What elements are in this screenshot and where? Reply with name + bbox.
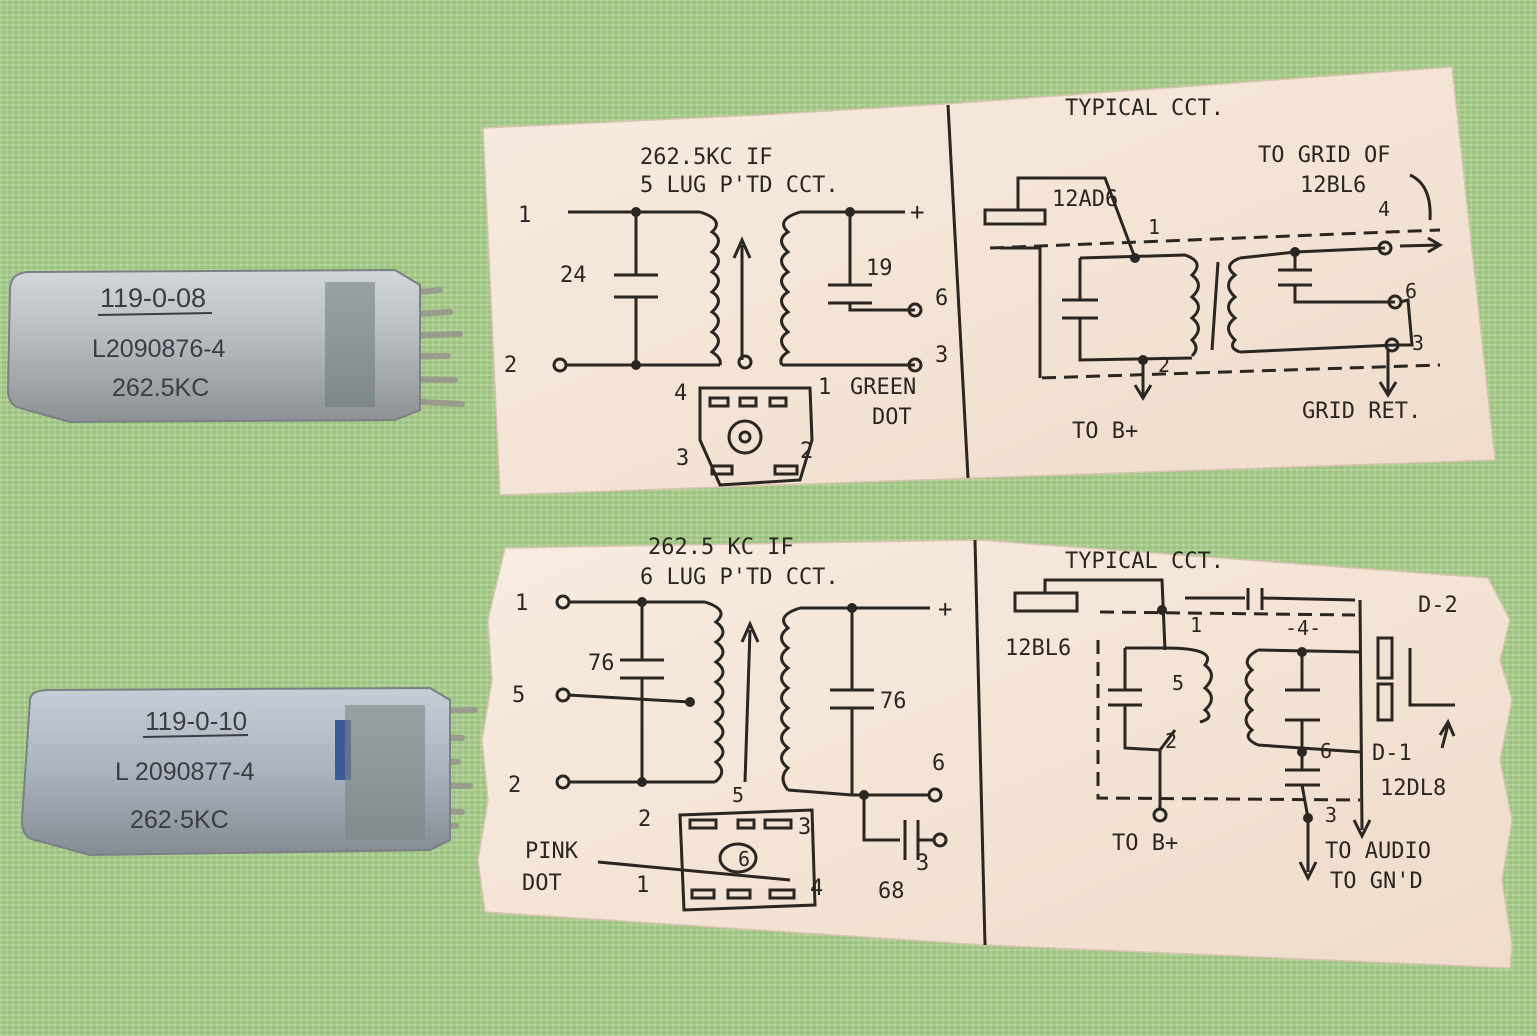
card-bottom-typical-title: TYPICAL CCT. [1065, 549, 1224, 574]
card-bottom-to-ground: TO GN'D [1330, 869, 1423, 894]
card-bottom-pin-3: 3 [916, 851, 929, 876]
card-bottom-cap-left: 76 [588, 651, 615, 676]
card-bottom-plus: + [938, 595, 952, 623]
card-bottom-to-audio: TO AUDIO [1325, 839, 1431, 864]
can-bottom-part-number: 119-0-10 [145, 706, 247, 736]
card-top-node-1: 1 [1148, 215, 1160, 239]
card-top-to-grid-tube: 12BL6 [1300, 173, 1366, 198]
card-top-green-label: GREEN [850, 375, 916, 400]
card-top-dot-label: DOT [872, 405, 912, 430]
card-top-cap-right: 19 [866, 256, 893, 281]
card-bottom-pink-label: PINK [525, 839, 579, 864]
can-bottom-code: L 2090877-4 [115, 758, 255, 786]
card-top-cap-left: 24 [560, 263, 587, 288]
card-top-subtitle: 5 LUG P'TD CCT. [640, 173, 839, 198]
card-bottom-node-6: 6 [1320, 739, 1332, 763]
card-top-base-3: 3 [676, 446, 689, 471]
card-top-pin-3: 3 [935, 343, 948, 368]
can-top-code: L2090876-4 [92, 335, 226, 363]
card-bottom-base-3: 3 [798, 815, 811, 840]
card-top-node-2: 2 [1158, 353, 1170, 377]
card-bottom-title: 262.5 KC IF [648, 535, 794, 560]
card-bottom-cap-bottom: 68 [878, 879, 905, 904]
card-bottom-dot-label: DOT [522, 871, 562, 896]
card-bottom-pin-5: 5 [512, 683, 525, 708]
card-bottom-pin-1: 1 [515, 591, 528, 616]
card-bottom-inner-pin-5: 5 [732, 783, 744, 807]
card-bottom-tube2-label: 12DL8 [1380, 776, 1446, 801]
card-top-pin-6: 6 [935, 286, 948, 311]
card-bottom-d2-label: D-2 [1418, 593, 1458, 618]
card-bottom-node-4: -4- [1285, 616, 1321, 640]
card-bottom-node-5: 5 [1172, 671, 1184, 695]
schematic-card-bottom: 262.5 KC IF 6 LUG P'TD CCT. 1 5 2 6 + 3 … [477, 535, 1513, 969]
card-top-base-2: 2 [800, 439, 813, 464]
card-bottom-to-b-plus: TO B+ [1112, 831, 1178, 856]
schematic-card-top: 262.5KC IF 5 LUG P'TD CCT. 1 2 3 6 + 24 … [482, 66, 1496, 496]
card-bottom-base-4: 4 [810, 876, 823, 901]
card-top-grid-return: GRID RET. [1302, 399, 1421, 424]
card-top-base-1: 1 [818, 375, 831, 400]
card-top-title: 262.5KC IF [640, 145, 772, 170]
card-bottom-pin-2: 2 [508, 773, 521, 798]
card-top-pin-1: 1 [518, 203, 531, 228]
card-top-typical-title: TYPICAL CCT. [1065, 96, 1224, 121]
card-top-to-grid-label: TO GRID OF [1258, 143, 1390, 168]
card-top-node-4: 4 [1378, 197, 1390, 221]
card-bottom-node-3: 3 [1325, 803, 1337, 827]
card-top-tube-label: 12AD6 [1052, 187, 1118, 212]
card-top-node-6: 6 [1405, 279, 1417, 303]
card-bottom-d1-label: D-1 [1372, 741, 1412, 766]
card-bottom-node-2: 2 [1165, 729, 1177, 753]
if-transformer-can-bottom: 119-0-10 L 2090877-4 262·5KC [20, 686, 478, 857]
card-bottom-node-1: 1 [1190, 613, 1202, 637]
card-bottom-pin-6: 6 [932, 751, 945, 776]
card-top-plus: + [910, 198, 924, 226]
if-transformer-can-top: 119-0-08 L2090876-4 262.5KC [6, 268, 465, 424]
can-top-frequency: 262.5KC [112, 374, 209, 402]
card-bottom-base-6: 6 [738, 847, 750, 871]
card-bottom-tube-label: 12BL6 [1005, 636, 1071, 661]
card-bottom-subtitle: 6 LUG P'TD CCT. [640, 565, 839, 590]
card-top-pin-2: 2 [504, 353, 517, 378]
card-bottom-cap-right: 76 [880, 689, 907, 714]
card-top-node-3: 3 [1412, 331, 1424, 355]
card-top-to-b-plus: TO B+ [1072, 419, 1138, 444]
card-bottom-base-1: 1 [636, 873, 649, 898]
can-bottom-frequency: 262·5KC [130, 806, 229, 834]
can-top-part-number: 119-0-08 [100, 283, 206, 313]
card-top-base-4: 4 [674, 381, 687, 406]
card-bottom-base-2: 2 [638, 807, 651, 832]
